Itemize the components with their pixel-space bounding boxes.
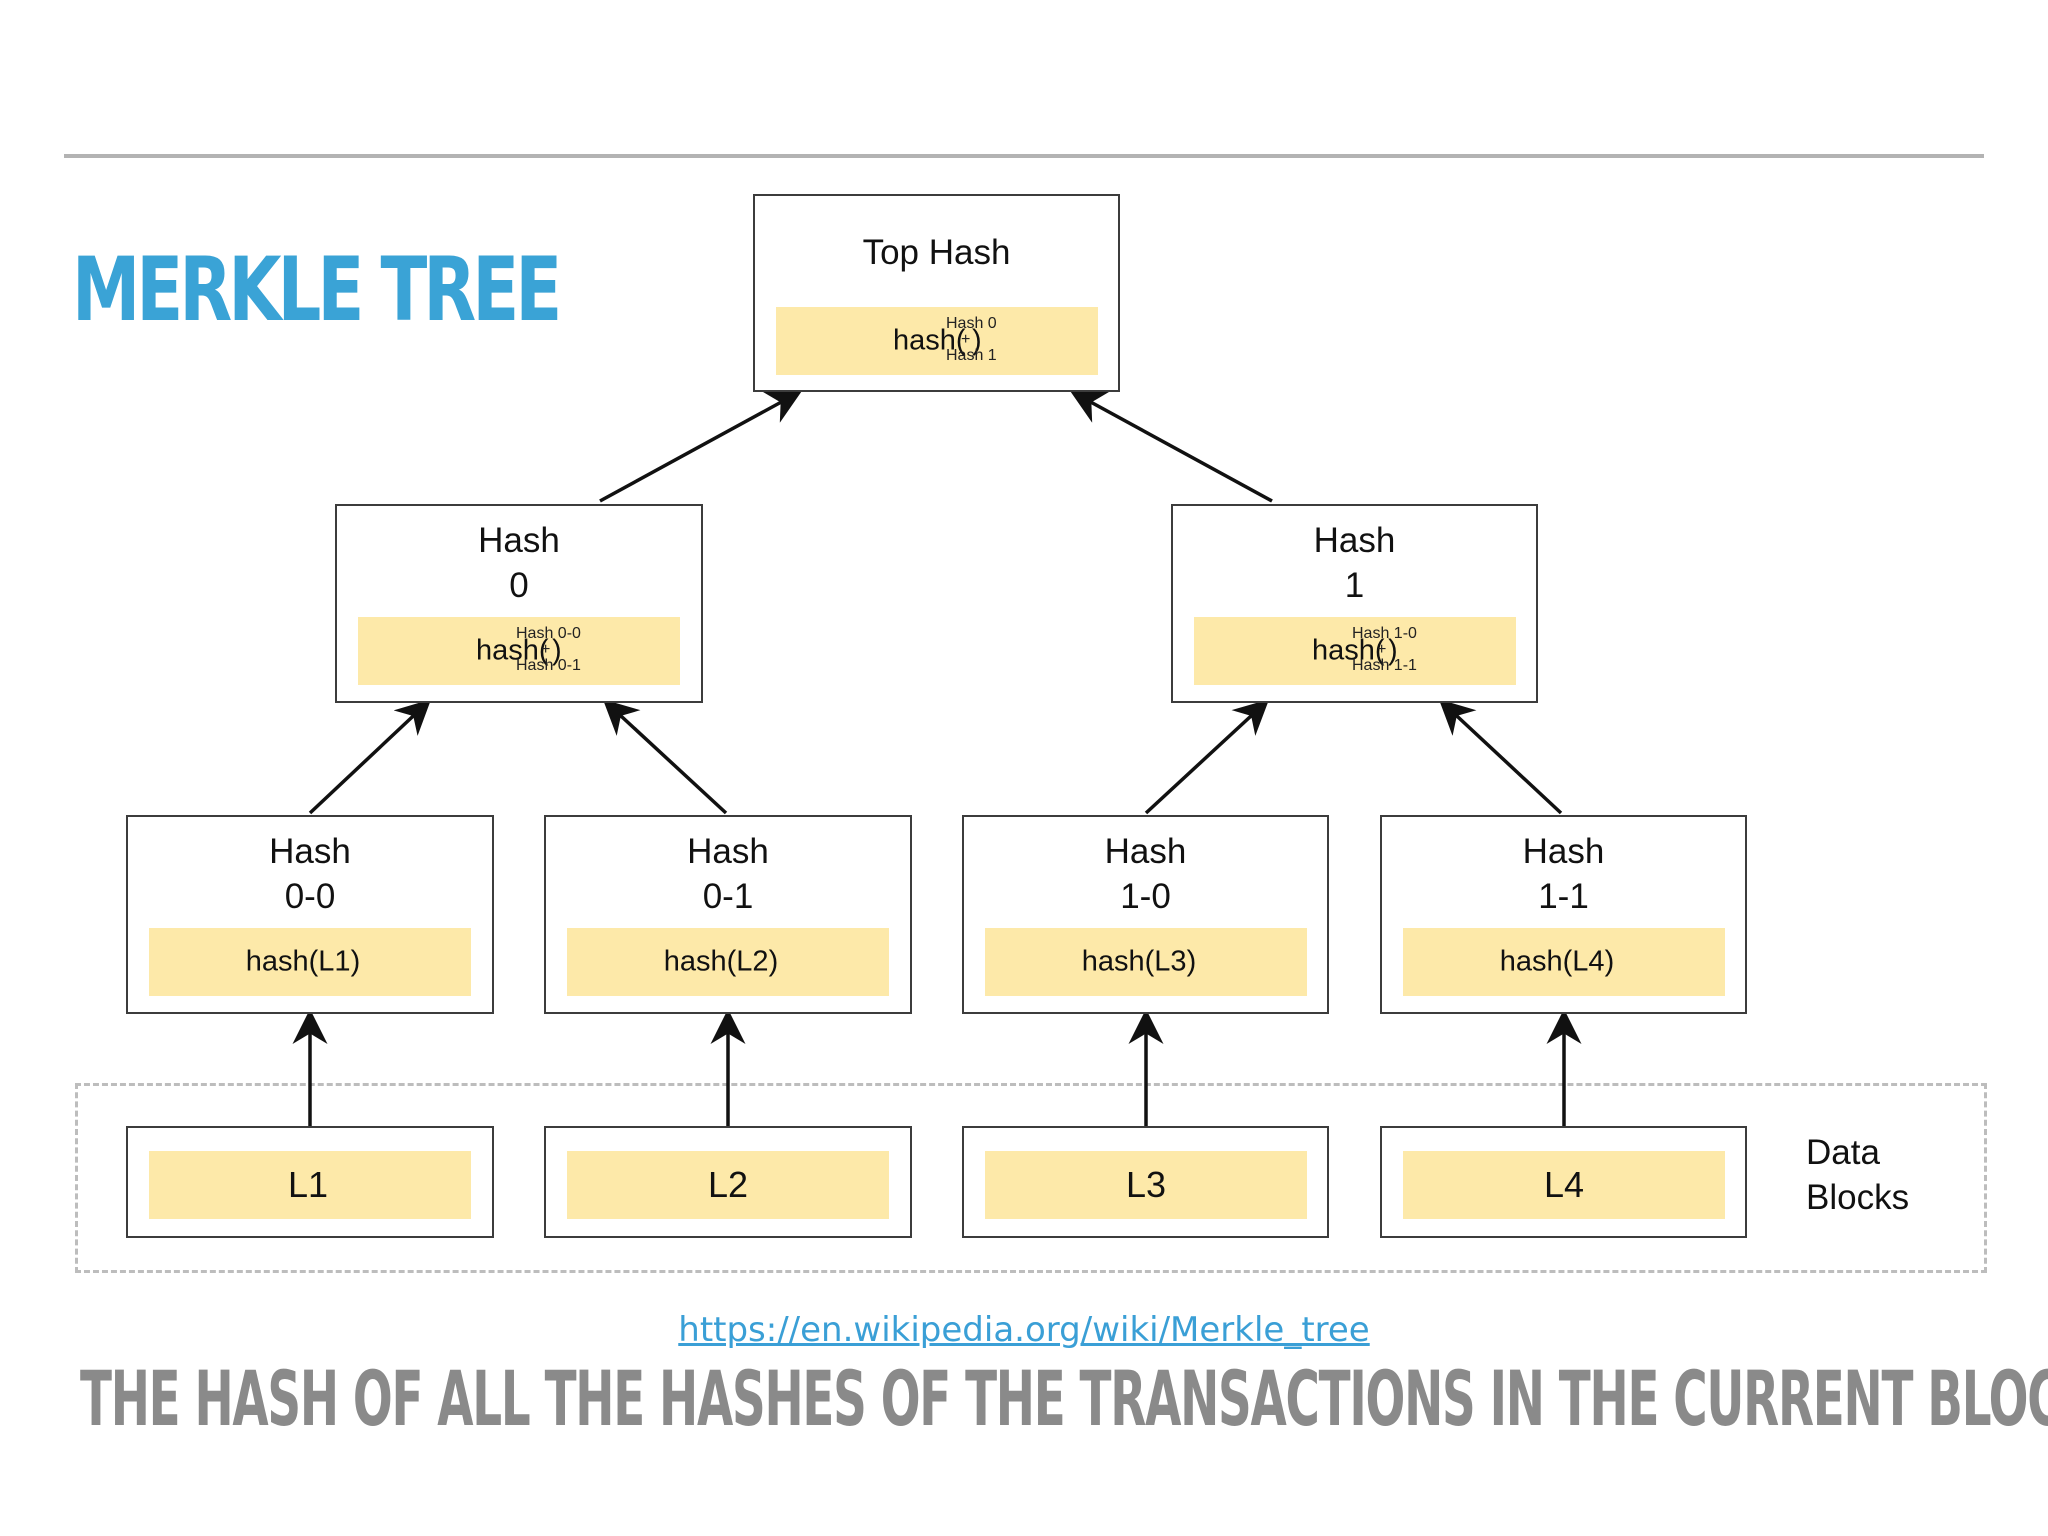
hash-0-1-bar: hash(L2) — [567, 928, 889, 996]
header-rule — [64, 154, 1984, 158]
arrow-hash1-to-top — [1069, 390, 1273, 503]
hash-0-1-node: Hash 0-1 hash(L2) — [544, 815, 912, 1014]
hash-1-1-value: hash(L4) — [1499, 945, 1615, 978]
data-blocks-label-line2: Blocks — [1806, 1178, 1910, 1217]
hash-0-label-line1: Hash — [478, 521, 560, 560]
hash-1-0-value: hash(L3) — [1081, 945, 1197, 978]
hash-1-fn: hash( — [1312, 634, 1385, 667]
hash-1-label-line1: Hash — [1313, 521, 1396, 560]
hash-1-node: Hash 1 hash( Hash 1-0 + ) Hash 1-1 — [1171, 504, 1538, 703]
hash-1-arg-b: Hash 1-1 — [1352, 657, 1417, 674]
hash-1-0-bar: hash(L3) — [985, 928, 1307, 996]
top-hash-close: ) — [972, 324, 982, 357]
hash-1-close: ) — [1388, 634, 1398, 667]
top-hash-node: Top Hash hash( Hash 0 + ) Hash 1 — [753, 194, 1120, 392]
top-hash-plus: + — [961, 331, 971, 348]
top-hash-fn: hash( — [893, 324, 966, 357]
hash-1-0-node: Hash 1-0 hash(L3) — [962, 815, 1329, 1014]
hash-0-label-line2: 0 — [509, 566, 529, 605]
hash-0-plus: + — [541, 641, 551, 658]
hash-0-0-node: Hash 0-0 hash(L1) — [126, 815, 494, 1014]
slide-caption: THE HASH OF ALL THE HASHES OF THE TRANSA… — [80, 1354, 2048, 1443]
hash-0-0-bar: hash(L1) — [149, 928, 471, 996]
hash-0-1-label-line1: Hash — [687, 832, 769, 871]
top-hash-arg-b: Hash 1 — [946, 347, 997, 364]
top-hash-label: Top Hash — [862, 233, 1011, 272]
data-block-l2-label: L2 — [707, 1164, 749, 1205]
hash-1-label-line2: 1 — [1344, 566, 1365, 605]
hash-0-1-value: hash(L2) — [663, 945, 779, 978]
data-block-l3-label: L3 — [1125, 1164, 1167, 1205]
arrow-hash0-to-top — [599, 390, 803, 503]
data-block-l4-label: L4 — [1543, 1164, 1585, 1205]
data-block-l1-label: L1 — [287, 1164, 329, 1205]
hash-1-bar: hash( Hash 1-0 + ) Hash 1-1 — [1194, 617, 1516, 685]
hash-1-0-label-line2: 1-0 — [1120, 877, 1171, 916]
hash-1-1-node: Hash 1-1 hash(L4) — [1380, 815, 1747, 1014]
hash-1-arg-a: Hash 1-0 — [1352, 625, 1417, 642]
hash-0-bar: hash( Hash 0-0 + ) Hash 0-1 — [358, 617, 680, 685]
hash-1-1-label-line2: 1-1 — [1538, 877, 1589, 916]
data-block-l1: L1 — [126, 1126, 494, 1238]
source-link[interactable]: https://en.wikipedia.org/wiki/Merkle_tre… — [678, 1310, 1370, 1350]
hash-1-1-label-line1: Hash — [1522, 832, 1605, 871]
data-blocks-label: Data Blocks — [1806, 1130, 1909, 1220]
top-hash-bar: hash( Hash 0 + ) Hash 1 — [776, 307, 1098, 375]
data-block-l2: L2 — [544, 1126, 912, 1238]
hash-0-close: ) — [552, 634, 562, 667]
data-blocks-label-line1: Data — [1806, 1133, 1880, 1172]
hash-1-1-bar: hash(L4) — [1403, 928, 1725, 996]
arrow-h00-to-hash0 — [308, 699, 432, 815]
hash-0-arg-b: Hash 0-1 — [516, 657, 581, 674]
data-block-l4: L4 — [1380, 1126, 1747, 1238]
data-block-l3: L3 — [962, 1126, 1329, 1238]
hash-0-arg-a: Hash 0-0 — [516, 625, 581, 642]
arrow-h01-to-hash0 — [602, 699, 728, 815]
hash-0-fn: hash( — [476, 634, 549, 667]
data-blocks-frame — [75, 1083, 1987, 1273]
slide-title: MERKLE TREE — [72, 238, 562, 341]
top-hash-arg-a: Hash 0 — [946, 315, 997, 332]
arrow-h11-to-hash1 — [1438, 699, 1563, 815]
hash-0-0-label-line1: Hash — [269, 832, 351, 871]
hash-0-1-label-line2: 0-1 — [702, 877, 754, 916]
hash-0-0-value: hash(L1) — [245, 945, 361, 978]
hash-0-node: Hash 0 hash( Hash 0-0 + ) Hash 0-1 — [335, 504, 703, 703]
hash-1-0-label-line1: Hash — [1104, 832, 1187, 871]
arrow-h10-to-hash1 — [1144, 699, 1270, 815]
hash-0-0-label-line2: 0-0 — [284, 877, 336, 916]
hash-1-plus: + — [1377, 641, 1387, 658]
